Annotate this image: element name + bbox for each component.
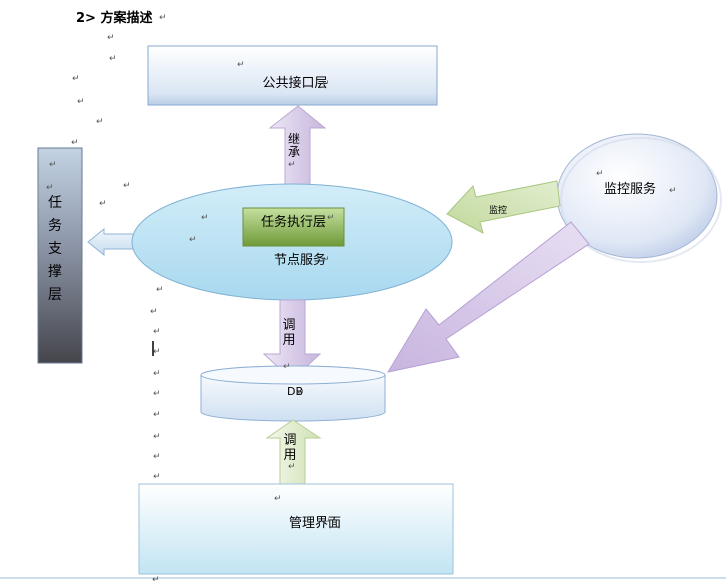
paragraph-mark-icon: ↵: [159, 13, 167, 23]
paragraph-mark-icon: ↵: [150, 307, 158, 317]
monitor-db-arrow: [386, 221, 590, 373]
paragraph-mark-icon: ↵: [274, 494, 282, 504]
paragraph-mark-icon: ↵: [189, 235, 197, 245]
paragraph-mark-icon: ↵: [46, 183, 54, 193]
paragraph-mark-icon: ↵: [153, 327, 161, 337]
support-arrow: [87, 227, 134, 257]
db-cylinder-top: [200, 365, 386, 385]
monitor-service-label: 监控服务: [604, 182, 657, 197]
paragraph-mark-icon: ↵: [297, 388, 305, 398]
paragraph-mark-icon: ↵: [153, 410, 161, 420]
task-support-bar: [37, 147, 83, 364]
task-support-label: 任务支撑层: [48, 195, 62, 303]
paragraph-mark-icon: ↵: [153, 472, 161, 482]
paragraph-mark-icon: ↵: [283, 362, 291, 372]
paragraph-mark-icon: ↵: [322, 79, 330, 89]
paragraph-mark-icon: ↵: [323, 517, 331, 527]
call-mgmt-arrow-label: 调用: [283, 433, 297, 463]
section-heading: 2> 方案描述: [76, 11, 153, 26]
paragraph-mark-icon: ↵: [153, 347, 161, 357]
paragraph-mark-icon: ↵: [153, 369, 161, 379]
paragraph-mark-icon: ↵: [322, 255, 330, 265]
paragraph-mark-icon: ↵: [71, 138, 79, 148]
inherit-arrow: [268, 105, 327, 186]
task-exec-box: [242, 207, 345, 247]
monitor-arrow: [446, 180, 561, 234]
paragraph-mark-icon: ↵: [153, 432, 161, 442]
paragraph-mark-icon: ↵: [99, 199, 107, 209]
paragraph-mark-icon: ↵: [237, 60, 245, 70]
paragraph-mark-icon: ↵: [77, 97, 85, 107]
paragraph-mark-icon: ↵: [109, 54, 117, 64]
task-exec-label: 任务执行层: [260, 215, 326, 230]
public-api-box: [147, 45, 438, 106]
db-label: DB: [286, 385, 304, 398]
paragraph-mark-icon: ↵: [72, 74, 80, 84]
paragraph-mark-icon: ↵: [288, 160, 296, 170]
call-mgmt-arrow: [265, 419, 322, 485]
paragraph-mark-icon: ↵: [327, 213, 335, 223]
paragraph-mark-icon: ↵: [156, 285, 164, 295]
mgmt-ui-label: 管理界面: [288, 516, 341, 531]
paragraph-mark-icon: ↵: [596, 169, 604, 179]
paragraph-mark-icon: ↵: [152, 575, 160, 585]
monitor-arrow-label: 监控: [489, 206, 508, 216]
public-api-label: 公共接口层: [262, 76, 328, 91]
paragraph-mark-icon: ↵: [153, 389, 161, 399]
paragraph-mark-icon: ↵: [153, 452, 161, 462]
monitor-service-shadow: [560, 137, 722, 263]
paragraph-mark-icon: ↵: [107, 33, 115, 43]
inherit-arrow-label: 继承: [287, 132, 300, 159]
paragraph-mark-icon: ↵: [201, 213, 209, 223]
call-db-arrow-label: 调用: [282, 318, 296, 348]
node-service-label: 节点服务: [273, 253, 326, 268]
paragraph-mark-icon: ↵: [669, 186, 677, 196]
mgmt-ui-box: [138, 483, 454, 575]
paragraph-mark-icon: ↵: [96, 117, 104, 127]
paragraph-mark-icon: ↵: [49, 160, 57, 170]
paragraph-mark-icon: ↵: [288, 462, 296, 472]
paragraph-mark-icon: ↵: [123, 181, 131, 191]
